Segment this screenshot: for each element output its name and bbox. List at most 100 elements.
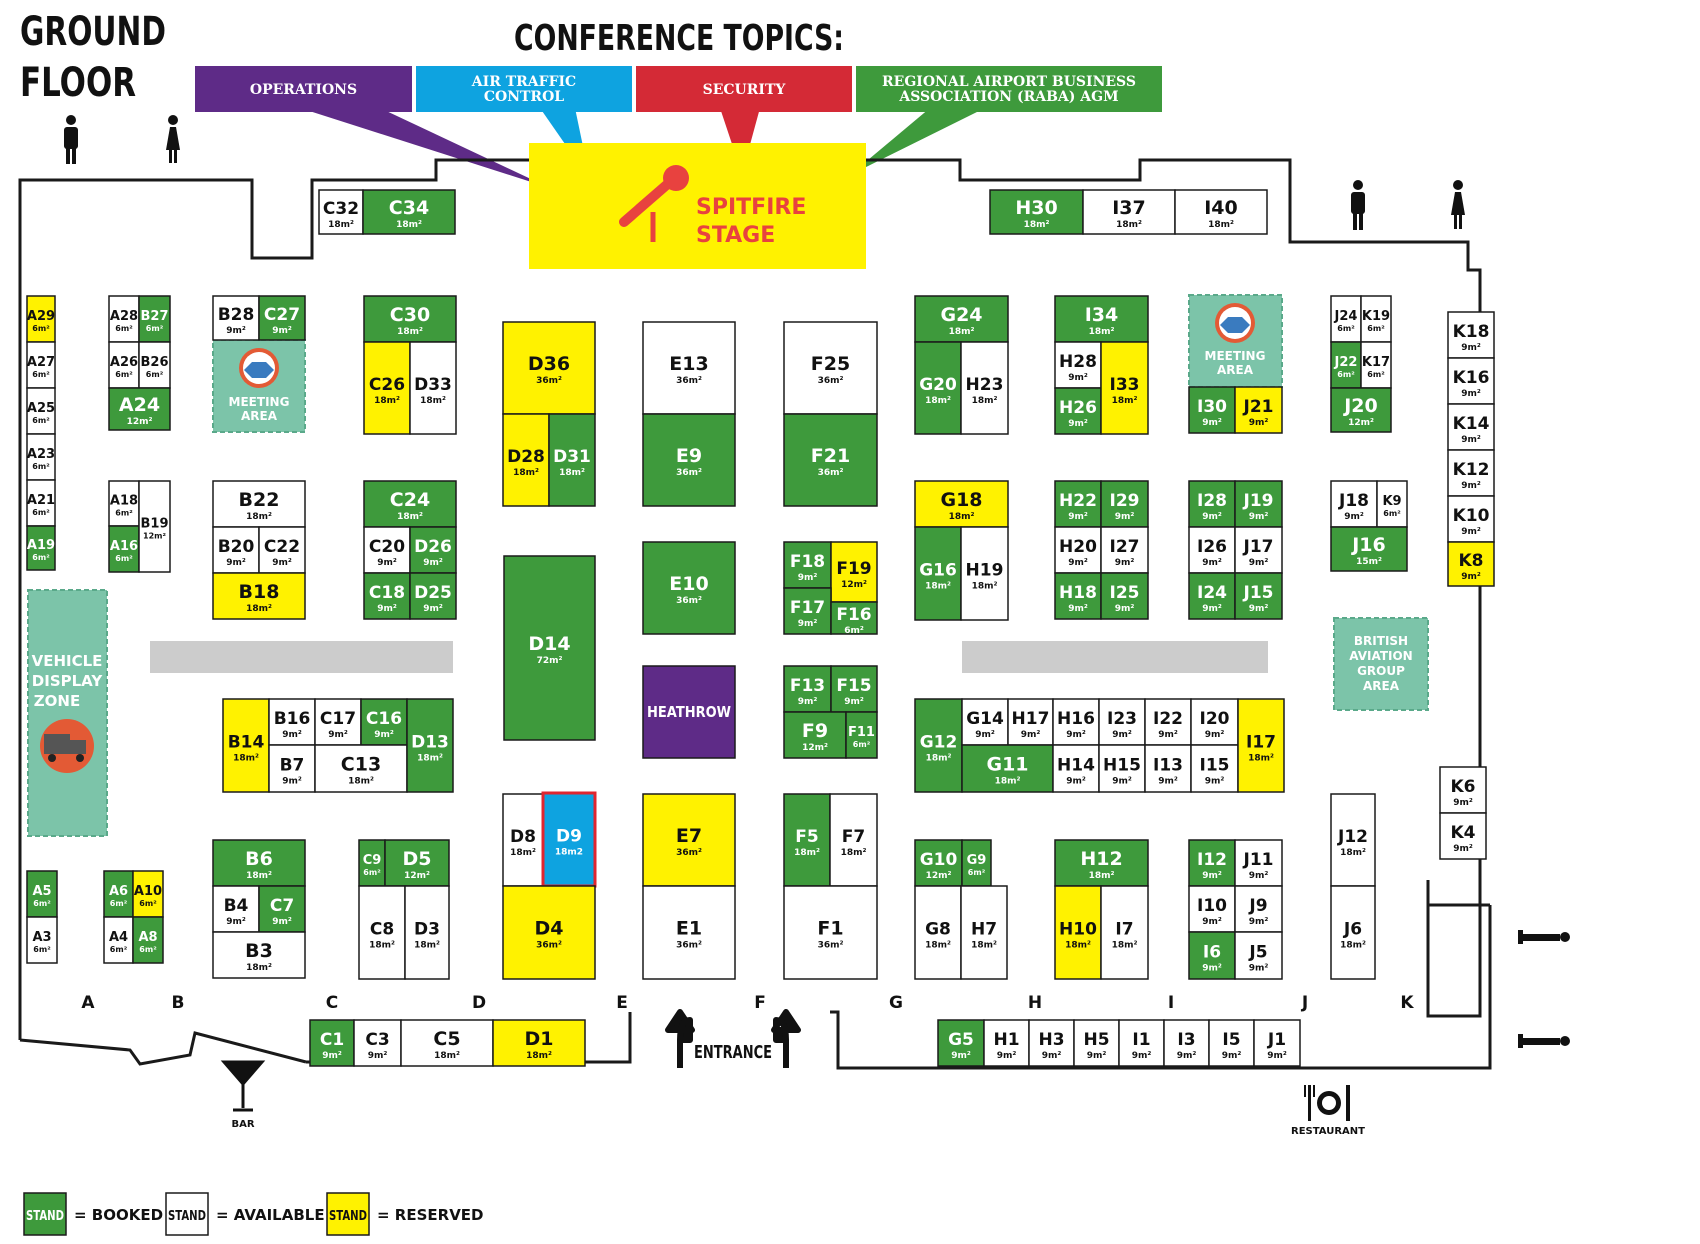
meeting-area-right[interactable]: MEETING AREA [1188,294,1283,388]
spitfire-stage[interactable] [529,143,866,269]
entrance[interactable]: ENTRANCE [665,1009,801,1068]
stand-heathrow[interactable]: HEATHROW [642,665,736,759]
british-aviation-group-area[interactable]: BRITISH AVIATION GROUP AREA [1333,617,1429,711]
